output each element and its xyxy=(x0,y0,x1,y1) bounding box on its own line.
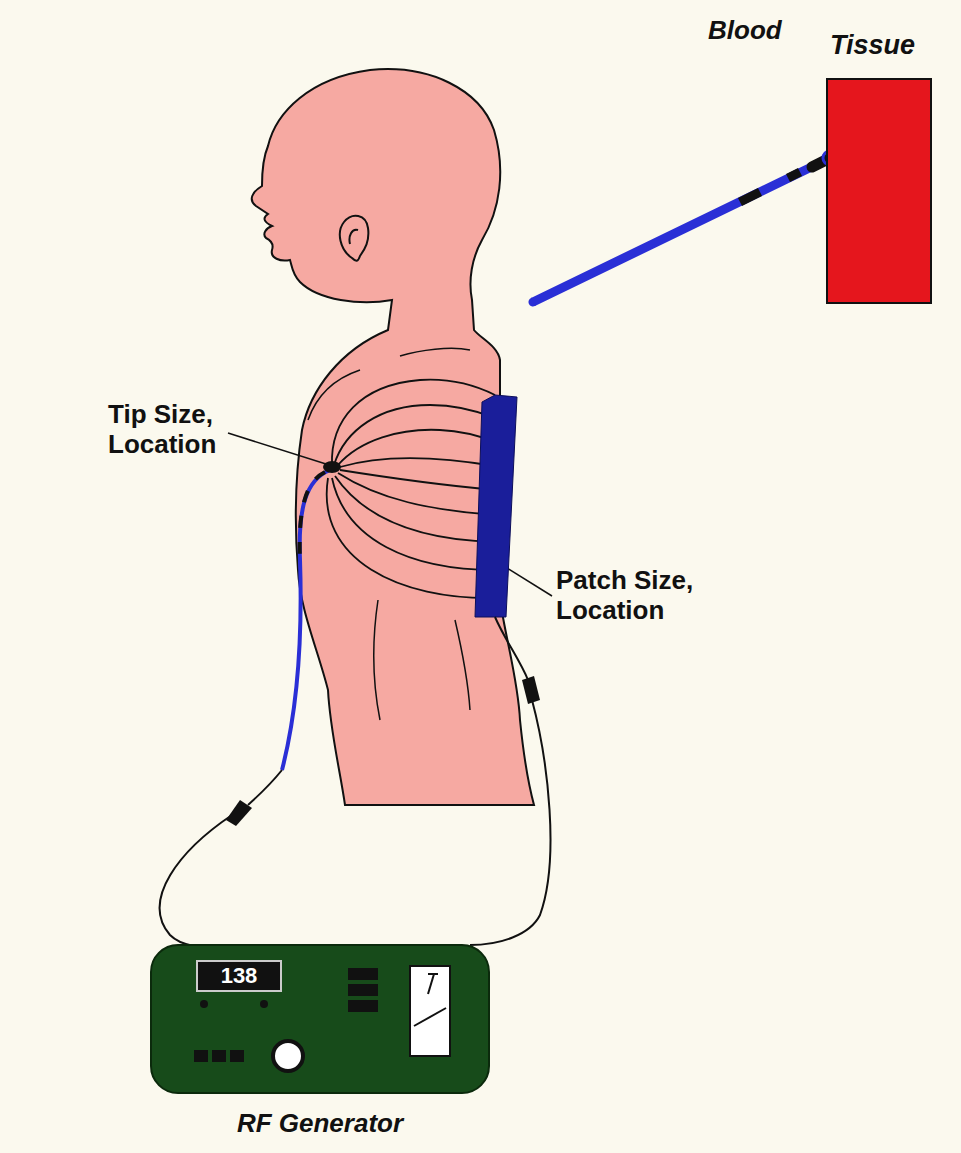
leader-line xyxy=(228,433,326,464)
callout-label: Tip Size, Location xyxy=(108,400,248,460)
region-label: Blood xyxy=(708,16,828,46)
catheter-detail xyxy=(533,151,837,302)
catheter-band xyxy=(300,472,325,560)
body-silhouette xyxy=(252,69,534,805)
body-contour xyxy=(308,348,470,720)
rf-generator: RF Generator138 xyxy=(150,944,490,1094)
wire xyxy=(160,770,282,947)
node-title: Tissue xyxy=(830,30,915,61)
ear xyxy=(340,216,369,261)
wire xyxy=(470,617,550,945)
patch-electrode xyxy=(475,395,517,617)
leader-line xyxy=(507,568,552,596)
catheter xyxy=(282,470,330,770)
catheter-tip xyxy=(323,461,341,473)
field-lines xyxy=(327,380,495,598)
node-title: RF Generator xyxy=(152,1108,488,1139)
callout-label: Patch Size, Location xyxy=(556,566,756,626)
display-number: 138 xyxy=(198,962,280,990)
display-panel: 138 xyxy=(196,960,282,992)
connector xyxy=(226,800,252,826)
connector xyxy=(522,676,540,704)
tissue-block: Tissue xyxy=(826,78,932,304)
